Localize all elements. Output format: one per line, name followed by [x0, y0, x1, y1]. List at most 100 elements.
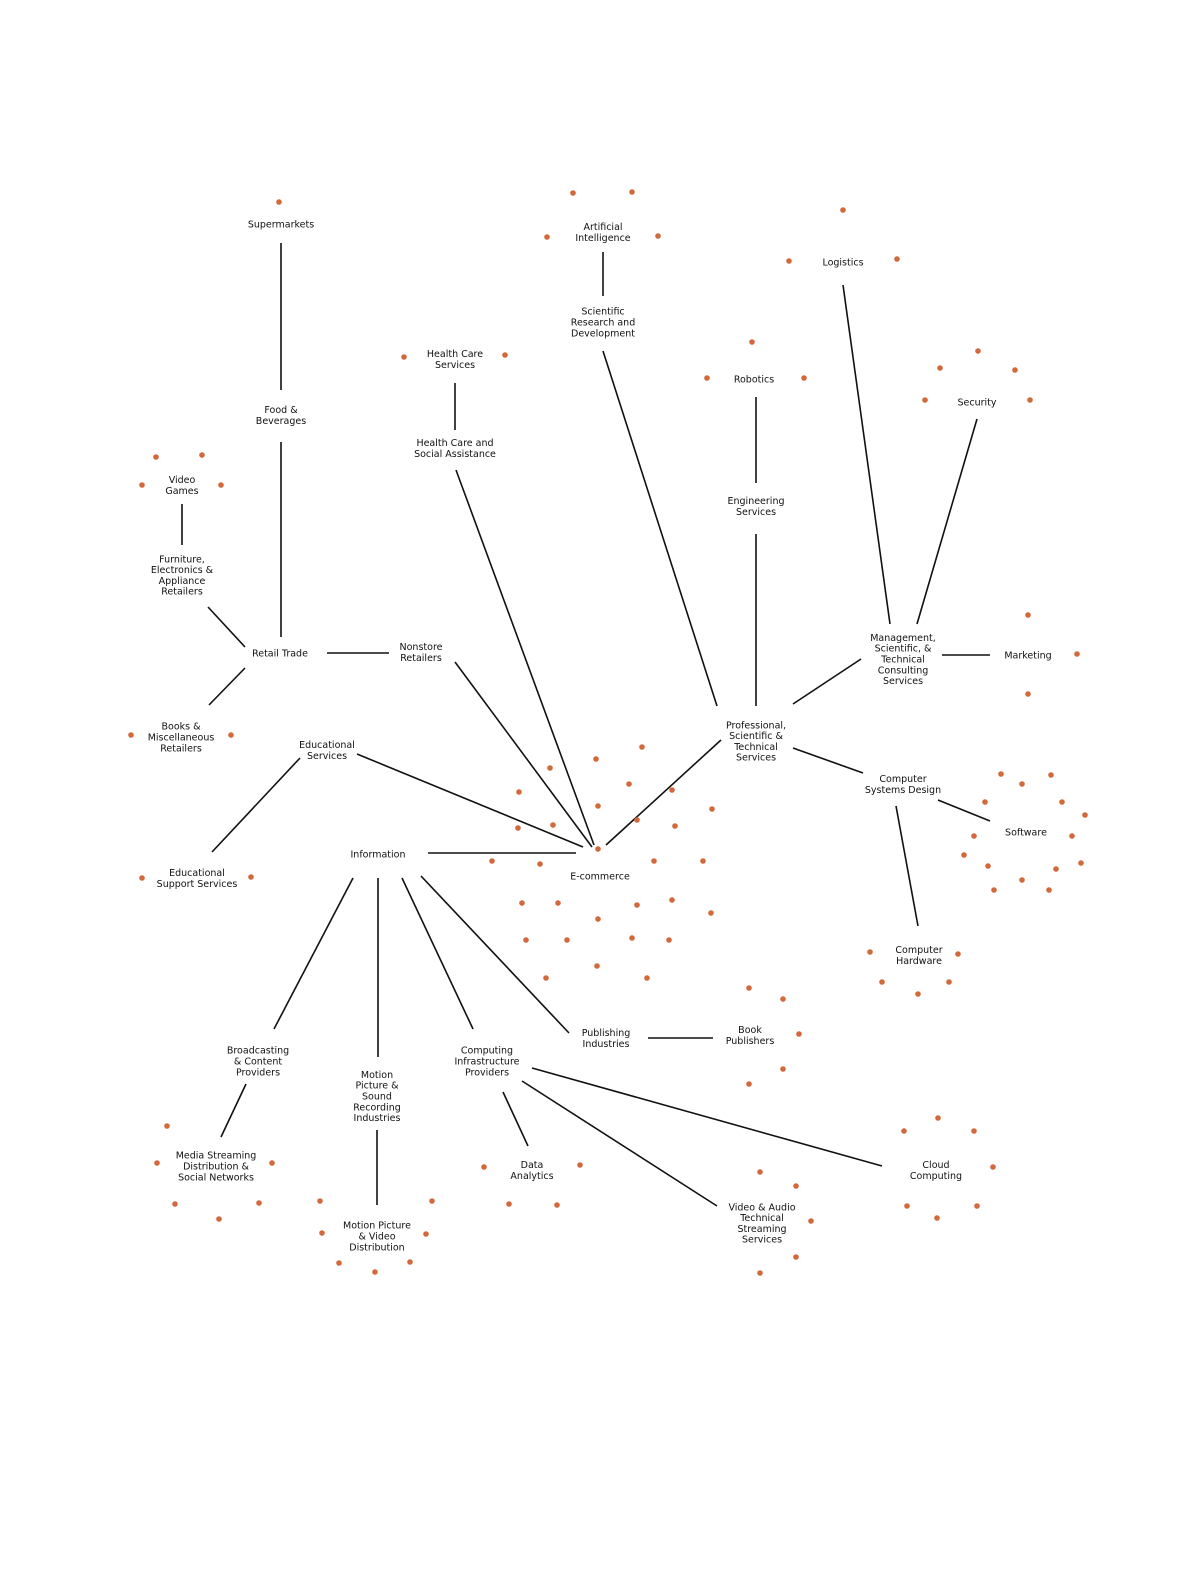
node-professional-line-4: Services — [736, 753, 776, 764]
node-health-care-services-line-1: Health Care — [427, 349, 483, 360]
node-broadcasting-line-3: Providers — [236, 1067, 280, 1078]
node-management-line-4: Consulting — [878, 665, 929, 676]
node-professional-line-2: Scientific & — [729, 731, 783, 742]
dot-ecommerce-24 — [523, 937, 529, 943]
dot-media-streaming-3 — [269, 1160, 275, 1166]
dot-video-audio-3 — [808, 1218, 814, 1224]
dot-cloud-6 — [934, 1215, 940, 1221]
node-furniture-line-4: Retailers — [161, 587, 203, 598]
dot-book-publishers-2 — [780, 996, 786, 1002]
node-professional-line-3: Technical — [733, 742, 778, 753]
node-educational-support-line-2: Support Services — [157, 879, 238, 890]
node-marketing-line-1: Marketing — [1004, 651, 1051, 662]
node-robotics-line-1: Robotics — [734, 375, 774, 386]
node-motion-picture-video-line-2: & Video — [358, 1232, 395, 1243]
node-motion-picture-line-5: Industries — [354, 1113, 401, 1124]
dot-marketing-3 — [1025, 691, 1031, 697]
dot-software-7 — [971, 833, 977, 839]
node-supermarkets: Supermarkets — [248, 220, 314, 231]
dot-ecommerce-9 — [550, 822, 556, 828]
dot-cloud-1 — [935, 1115, 941, 1121]
node-management-line-1: Management, — [870, 633, 936, 644]
dot-ai-3 — [544, 234, 550, 240]
node-management-line-5: Services — [883, 676, 923, 687]
dot-cloud-4 — [990, 1164, 996, 1170]
dot-security-4 — [922, 397, 928, 403]
dot-motion-picture-video-2 — [429, 1198, 435, 1204]
dot-ecommerce-17 — [700, 858, 706, 864]
dot-software-8 — [1069, 833, 1075, 839]
node-computer-systems-line-2: Systems Design — [865, 785, 941, 796]
dot-cloud-2 — [901, 1128, 907, 1134]
dot-video-games-1 — [153, 454, 159, 460]
dot-ecommerce-4 — [626, 781, 632, 787]
dot-books-misc-2 — [228, 732, 234, 738]
dot-software-15 — [1046, 887, 1052, 893]
dot-ecommerce-3 — [547, 765, 553, 771]
dot-ecommerce-30 — [644, 975, 650, 981]
node-engineering-line-2: Services — [736, 507, 776, 518]
dot-ecommerce-26 — [629, 935, 635, 941]
node-video-games-line-1: Video — [169, 475, 196, 486]
dot-software-12 — [1078, 860, 1084, 866]
dot-ecommerce-22 — [595, 916, 601, 922]
dot-logistics-3 — [894, 256, 900, 262]
dot-cloud-5 — [904, 1203, 910, 1209]
dot-ecommerce-27 — [666, 937, 672, 943]
dot-health-care-services-2 — [502, 352, 508, 358]
node-educational-support-line-1: Educational — [169, 868, 225, 879]
node-computing-infra-line-1: Computing — [461, 1046, 513, 1057]
dot-book-publishers-5 — [746, 1081, 752, 1087]
node-scientific-rd-line-2: Research and — [571, 318, 635, 329]
dot-educational-support-1 — [139, 875, 145, 881]
dot-motion-picture-video-5 — [336, 1260, 342, 1266]
dot-video-games-3 — [139, 482, 145, 488]
node-books-misc-line-3: Retailers — [160, 743, 202, 754]
node-data-analytics-line-2: Analytics — [510, 1171, 553, 1182]
edge-security-management — [916, 418, 978, 625]
dot-robotics-2 — [704, 375, 710, 381]
node-computing-infra-line-2: Infrastructure — [454, 1057, 519, 1068]
node-food-beverages: Food &Beverages — [256, 405, 306, 427]
node-computer-hardware-line-1: Computer — [895, 945, 942, 956]
edge-computing-infra-cloud — [531, 1067, 883, 1167]
dot-data-analytics-2 — [577, 1162, 583, 1168]
node-engineering-line-1: Engineering — [728, 496, 785, 507]
dot-ecommerce-10 — [515, 825, 521, 831]
edge-scientific-rd-professional — [602, 350, 718, 707]
node-books-misc-line-2: Miscellaneous — [148, 733, 215, 744]
dot-software-5 — [1059, 799, 1065, 805]
dot-computer-hardware-4 — [946, 979, 952, 985]
node-media-streaming-line-2: Distribution & — [183, 1162, 249, 1173]
dot-ecommerce-18 — [519, 900, 525, 906]
node-food-beverages-line-2: Beverages — [256, 416, 306, 427]
edge-educational-services-ecommerce — [356, 753, 584, 848]
node-health-care-services-line-2: Services — [435, 360, 475, 371]
dot-software-4 — [982, 799, 988, 805]
node-furniture-line-1: Furniture, — [159, 554, 205, 565]
dot-motion-picture-video-4 — [423, 1231, 429, 1237]
node-food-beverages-line-1: Food & — [264, 405, 298, 416]
node-books-misc-line-1: Books & — [161, 722, 201, 733]
node-media-streaming-line-1: Media Streaming — [176, 1151, 257, 1162]
dot-software-14 — [1019, 877, 1025, 883]
node-book-publishers-line-2: Publishers — [726, 1036, 775, 1047]
dot-ai-1 — [570, 190, 576, 196]
node-cloud-line-1: Cloud — [922, 1160, 949, 1171]
node-professional-line-1: Professional, — [726, 720, 786, 731]
dot-marketing-2 — [1074, 651, 1080, 657]
edge-furniture-retail-trade — [207, 606, 246, 648]
dot-software-1 — [998, 771, 1004, 777]
